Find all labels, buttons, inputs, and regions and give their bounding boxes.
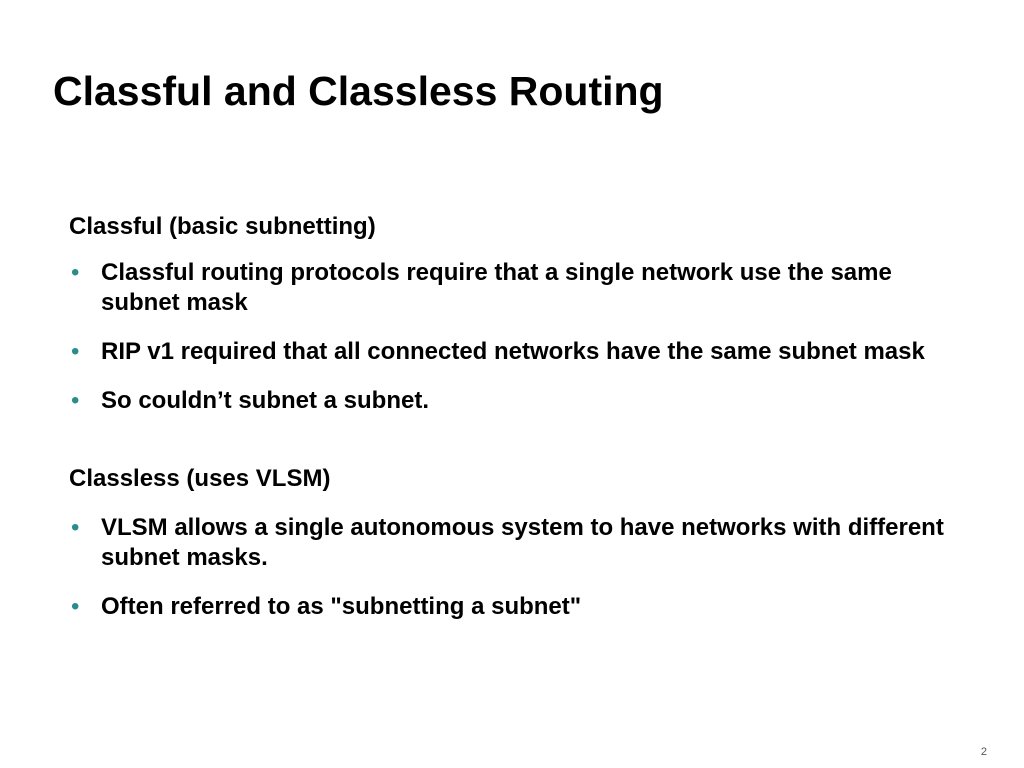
bullet-text: So couldn’t subnet a subnet. [101,387,430,414]
slide-content: Classful (basic subnetting) • Classful r… [69,212,974,622]
bullet-item: • RIP v1 required that all connected net… [69,337,974,367]
section-heading-classless: Classless (uses VLSM) [69,465,331,492]
bullet-icon: • [71,387,80,414]
section-heading-classful: Classful (basic subnetting) [69,213,376,240]
bullet-item: • So couldn’t subnet a subnet. [69,386,974,416]
slide-title: Classful and Classless Routing [53,68,664,114]
bullet-list-classless: • VLSM allows a single autonomous system… [69,513,974,622]
bullet-item: • VLSM allows a single autonomous system… [69,513,974,573]
bullet-icon: • [71,593,80,620]
page-number: 2 [980,746,987,758]
bullet-item: • Classful routing protocols require tha… [69,258,974,318]
section-classful: Classful (basic subnetting) • Classful r… [69,212,974,416]
bullet-icon: • [71,259,80,286]
bullet-icon: • [71,514,80,541]
bullet-text: VLSM allows a single autonomous system t… [101,514,944,571]
section-classless: Classless (uses VLSM) • VLSM allows a si… [69,464,974,622]
bullet-text: Often referred to as "subnetting a subne… [101,593,582,620]
bullet-icon: • [71,338,80,365]
bullet-item: • Often referred to as "subnetting a sub… [69,592,974,622]
bullet-text: Classful routing protocols require that … [101,259,892,316]
bullet-list-classful: • Classful routing protocols require tha… [69,258,974,416]
bullet-text: RIP v1 required that all connected netwo… [101,338,925,365]
